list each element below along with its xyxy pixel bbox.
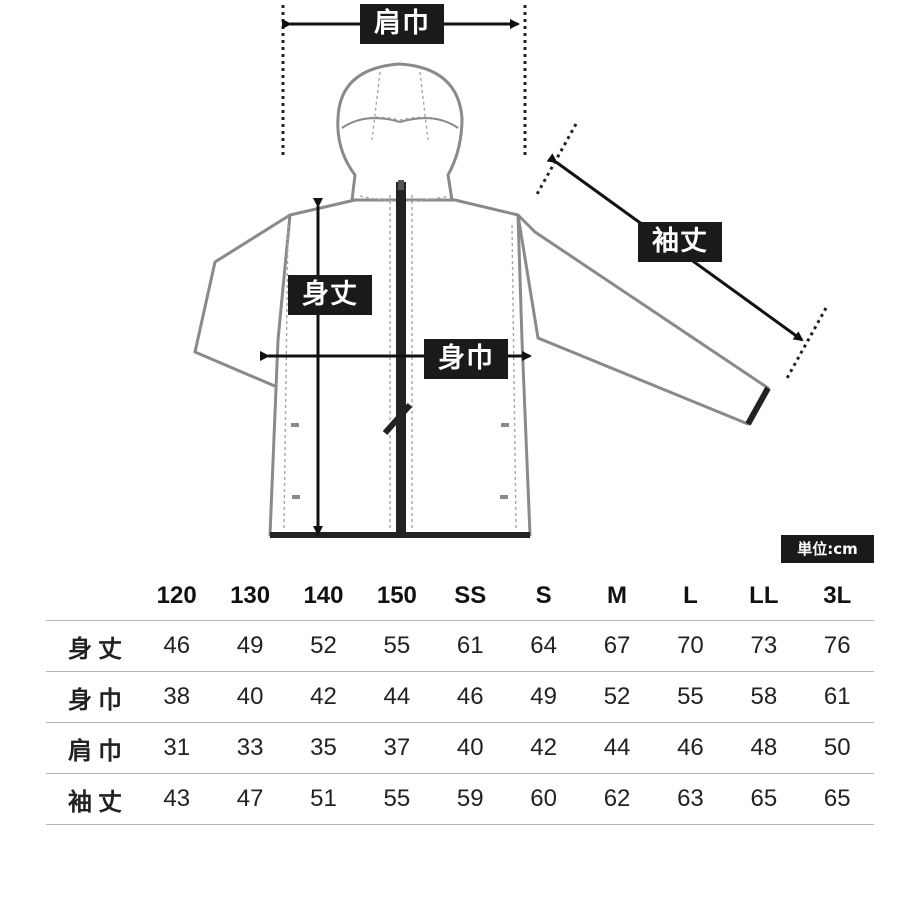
table-cell: 58: [727, 671, 801, 723]
table-cell: 61: [433, 620, 507, 672]
table-cell: 48: [727, 722, 801, 774]
table-cell: 44: [360, 671, 434, 723]
table-cell: 44: [580, 722, 654, 774]
size-header-row: 120 130 140 150 SS S M L LL 3L: [46, 572, 874, 621]
table-cell: 46: [140, 620, 214, 672]
table-cell: 46: [433, 671, 507, 723]
table-cell: 64: [506, 620, 581, 672]
sleeve-length-label: 袖丈: [638, 222, 722, 262]
jacket-diagram: [193, 5, 828, 538]
table-cell: 63: [653, 773, 728, 825]
table-cell: 61: [800, 671, 874, 723]
table-cell: 40: [433, 722, 507, 774]
table-cell: 73: [727, 620, 801, 672]
right-cuff: [745, 386, 771, 426]
table-cell: 59: [433, 773, 507, 825]
table-cell: 37: [360, 722, 434, 774]
size-header: S: [535, 582, 552, 609]
table-cell: 42: [286, 671, 361, 723]
table-cell: 42: [506, 722, 581, 774]
body-length-label: 身丈: [288, 275, 372, 315]
table-cell: 52: [286, 620, 361, 672]
table-cell: 47: [213, 773, 287, 825]
table-cell: 62: [580, 773, 654, 825]
size-header: 3L: [823, 582, 852, 609]
size-header: M: [607, 582, 628, 609]
table-cell: 65: [727, 773, 801, 825]
size-header: 120: [156, 582, 197, 609]
table-cell: 76: [800, 620, 874, 672]
table-cell: 67: [580, 620, 654, 672]
table-cell: 55: [653, 671, 728, 723]
shoulder-width-label: 肩巾: [360, 4, 444, 44]
table-cell: 43: [140, 773, 214, 825]
table-cell: 35: [286, 722, 361, 774]
hood: [336, 62, 464, 202]
table-cell: 49: [213, 620, 287, 672]
table-row: 袖丈 43 47 51 55 59 60 62 63 65 65: [46, 773, 874, 825]
row-label: 袖丈: [46, 773, 140, 825]
size-header: L: [683, 582, 698, 609]
table-cell: 38: [140, 671, 214, 723]
size-header: 130: [230, 582, 271, 609]
table-cell: 51: [286, 773, 361, 825]
unit-badge: 単位:cm: [781, 535, 874, 563]
size-header: LL: [749, 582, 779, 609]
table-cell: 52: [580, 671, 654, 723]
table-row: 身巾 38 40 42 44 46 49 52 55 58 61: [46, 671, 874, 723]
zipper: [396, 182, 406, 534]
table-cell: 65: [800, 773, 874, 825]
size-header: 150: [376, 582, 417, 609]
row-label: 肩巾: [46, 722, 140, 774]
table-cell: 49: [506, 671, 581, 723]
table-row: 肩巾 31 33 35 37 40 42 44 46 48 50: [46, 722, 874, 774]
table-row: 身丈 46 49 52 55 61 64 67 70 73 76: [46, 620, 874, 672]
row-label: 身丈: [46, 620, 140, 672]
jacket-illustration: [193, 62, 770, 537]
table-cell: 31: [140, 722, 214, 774]
table-cell: 46: [653, 722, 728, 774]
body-width-label: 身巾: [424, 339, 508, 379]
row-label: 身巾: [46, 671, 140, 723]
size-header: 140: [303, 582, 344, 609]
table-cell: 40: [213, 671, 287, 723]
table-cell: 55: [360, 773, 434, 825]
corner-cell: [46, 572, 140, 621]
size-table: 120 130 140 150 SS S M L LL 3L 身丈 46 49 …: [46, 572, 874, 825]
table-cell: 70: [653, 620, 728, 672]
table-cell: 55: [360, 620, 434, 672]
size-header: SS: [454, 582, 487, 609]
table-cell: 33: [213, 722, 287, 774]
table-cell: 50: [800, 722, 874, 774]
table-cell: 60: [506, 773, 581, 825]
